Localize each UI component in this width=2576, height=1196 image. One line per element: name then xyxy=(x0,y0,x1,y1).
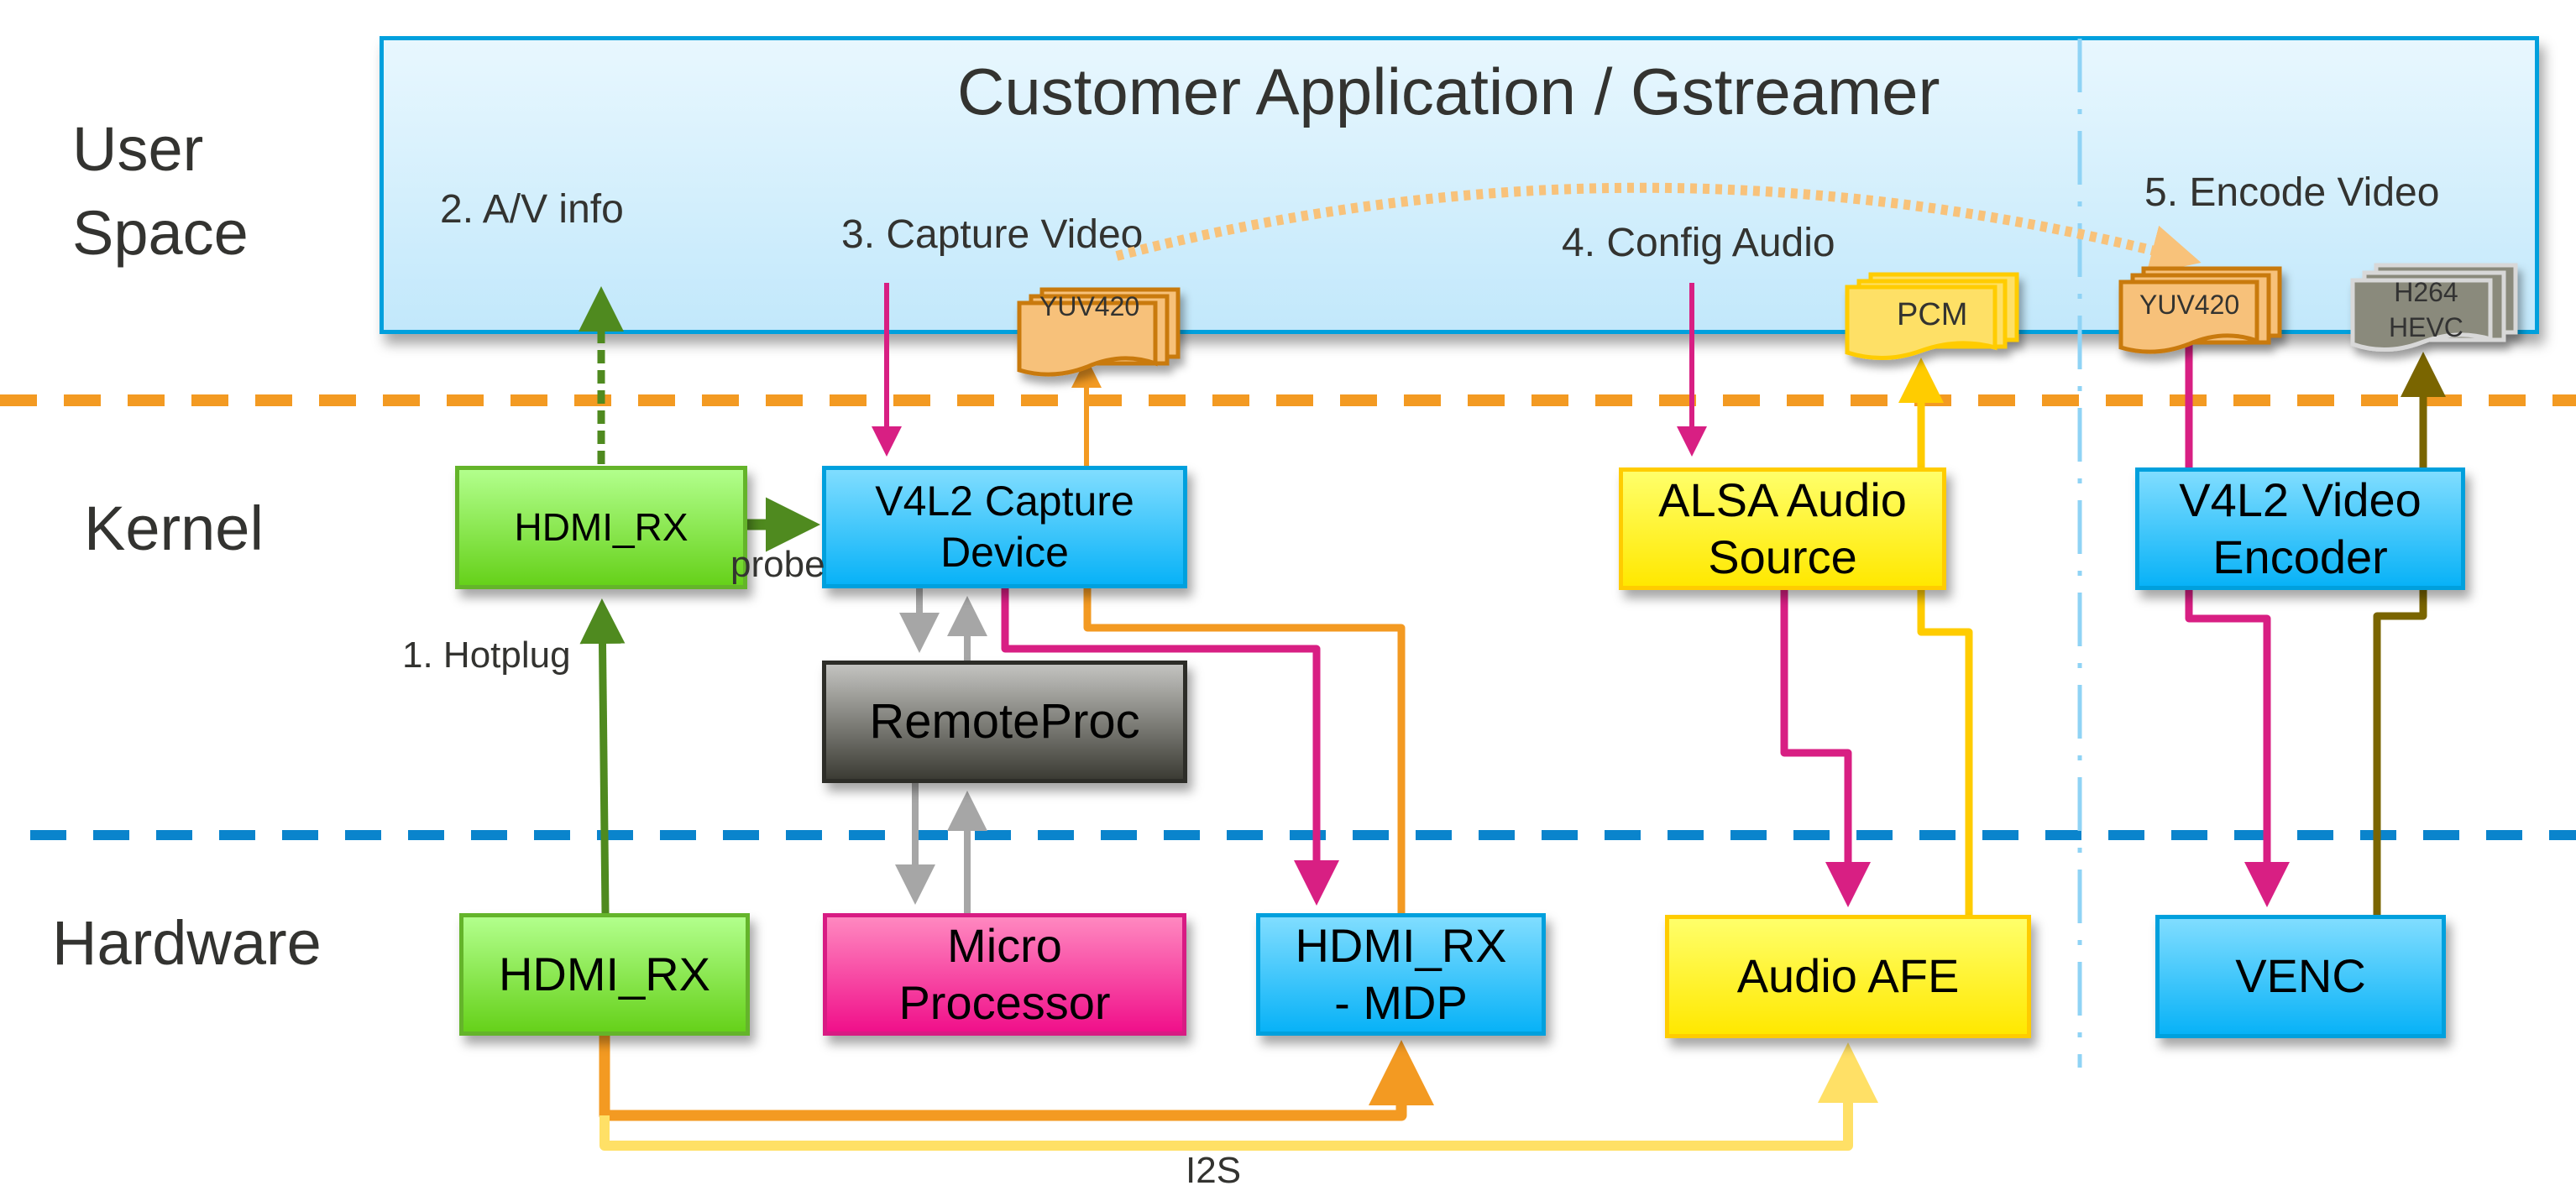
micro-processor-label-line1: Micro xyxy=(947,918,1062,972)
hardware-hdmi-rx-block[interactable]: HDMI_RX xyxy=(459,913,750,1036)
layer-label-user-space: User Space xyxy=(72,107,249,275)
pcm-buffer-icon xyxy=(1845,272,2019,360)
remoteproc-block[interactable]: RemoteProc xyxy=(822,661,1187,783)
capture-to-mdp-control xyxy=(1001,588,1339,906)
venc-block[interactable]: VENC xyxy=(2155,915,2446,1038)
audio-afe-label: Audio AFE xyxy=(1736,949,1960,1003)
layer-label-user: User xyxy=(72,114,204,184)
v4l2-capture-label-line1: V4L2 Capture xyxy=(875,478,1134,525)
hdmi-to-mdp-video xyxy=(599,1036,1434,1121)
v4l2-capture-label-line2: Device xyxy=(940,529,1069,576)
step-av-info: 2. A/V info xyxy=(440,187,624,232)
micro-processor-block[interactable]: Micro Processor xyxy=(823,913,1186,1036)
hdmi-rx-mdp-label-line1: HDMI_RX xyxy=(1295,918,1507,972)
v4l2-video-encoder-block[interactable]: V4L2 Video Encoder xyxy=(2135,467,2465,590)
layer-label-hardware: Hardware xyxy=(52,908,322,978)
v4l2-capture-device-block[interactable]: V4L2 Capture Device xyxy=(822,466,1187,588)
hotplug-arrow xyxy=(579,598,626,914)
alsa-label-line2: Source xyxy=(1708,530,1857,583)
bitstream-label: H264 HEVC xyxy=(2389,274,2463,345)
pcm-label: PCM xyxy=(1897,297,1968,332)
yuv420-encode-buffer-icon xyxy=(2118,266,2282,354)
hotplug-label: 1. Hotplug xyxy=(402,635,571,676)
alsa-label-line1: ALSA Audio xyxy=(1658,473,1907,526)
hardware-hdmi-rx-label: HDMI_RX xyxy=(498,947,711,1000)
mdp-to-capture-data xyxy=(1083,588,1406,913)
venc-to-bitstream-data xyxy=(2373,590,2427,915)
encoder-to-venc-control xyxy=(2185,590,2290,907)
alsa-to-afe-control xyxy=(1780,590,1871,907)
layer-label-kernel: Kernel xyxy=(84,494,264,563)
app-title: Customer Application / Gstreamer xyxy=(957,55,1940,128)
hdmi-rx-mdp-label-line2: - MDP xyxy=(1334,976,1468,1029)
h264-hevc-bitstream-icon xyxy=(2350,263,2518,352)
step-capture-video: 3. Capture Video xyxy=(841,212,1144,257)
remoteproc-label: RemoteProc xyxy=(869,693,1140,749)
audio-afe-block[interactable]: Audio AFE xyxy=(1665,915,2031,1038)
hdmi-rx-mdp-block[interactable]: HDMI_RX - MDP xyxy=(1256,913,1546,1036)
h264-label: H264 xyxy=(2394,277,2458,307)
v4l2-encoder-label-line2: Encoder xyxy=(2212,530,2388,583)
hevc-label: HEVC xyxy=(2389,312,2463,342)
kernel-hdmi-rx-block[interactable]: HDMI_RX xyxy=(455,466,747,589)
step-encode-video: 5. Encode Video xyxy=(2144,170,2440,215)
i2s-label: I2S xyxy=(1186,1150,1242,1191)
v4l2-encoder-label-line1: V4L2 Video xyxy=(2179,473,2422,526)
layer-label-space: Space xyxy=(72,198,249,268)
probe-label: probe xyxy=(730,544,825,585)
yuv420-encode-label: YUV420 xyxy=(2139,290,2240,320)
micro-processor-label-line2: Processor xyxy=(898,976,1111,1029)
venc-label: VENC xyxy=(2235,949,2366,1003)
i2s-audio-link xyxy=(599,1042,1878,1151)
yuv420-capture-buffer-icon xyxy=(1017,287,1181,377)
yuv420-capture-label: YUV420 xyxy=(1039,291,1140,321)
kernel-hdmi-rx-label: HDMI_RX xyxy=(514,505,689,550)
alsa-audio-source-block[interactable]: ALSA Audio Source xyxy=(1619,467,1946,590)
buffer-handoff-arc xyxy=(1115,182,2202,274)
step-config-audio: 4. Config Audio xyxy=(1562,221,1835,265)
